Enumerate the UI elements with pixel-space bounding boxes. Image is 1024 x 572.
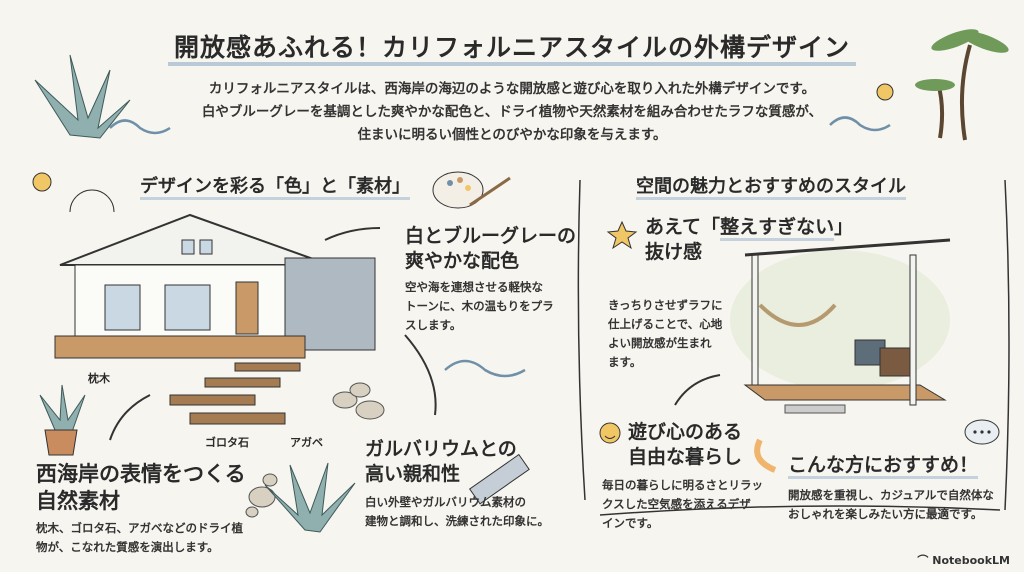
notebooklm-brand: ⌒ NotebookLM [917,554,1010,567]
color-block: 白とブルーグレーの 爽やかな配色 空や海を連想させる軽快な トーンに、木の温もり… [405,225,577,332]
playful-block: 遊び心のある 自由な暮らし [628,421,743,468]
palm-tree-icon [936,44,972,141]
section-title-colors-materials: デザインを彩る「色」と「素材」 [140,172,410,200]
smiley-icon [599,422,621,444]
agave-top-left-icon [34,54,131,139]
natural-block: 西海岸の表情をつくる 自然素材 枕木、ゴロタ石、アガベなどのドライ植 物が、こな… [36,462,246,554]
orange-arrow-icon [754,438,777,473]
wave-icon [444,359,526,378]
agave-pot-icon [39,384,86,456]
pergola-illustration [730,238,951,414]
casual-block-title: あえて「整えすぎない」 抜け感 [645,216,854,263]
recommend-block: こんな方におすすめ！ 開放感を重視し、カジュアルで自然体な おしゃれを楽しみたい… [788,454,994,521]
frame-border [577,179,1010,516]
section-title-appeal: 空間の魅力とおすすめのスタイル [636,172,906,200]
label-stone: ゴロタ石 [205,436,249,449]
wave-icon [829,116,891,132]
agave-icon [264,462,356,533]
casual-block-desc: きっちりさせずラフに 仕上げることで、心地 よい開放感が生まれ ます。 [608,298,723,369]
page-title: 開放感あふれる！カリフォルニアスタイルの外構デザイン [0,28,1024,66]
house-illustration [54,213,385,425]
speech-bubble-icon [964,419,1000,445]
playful-block-desc: 毎日の暮らしに明るさとリラッ クスした空気感を添えるデザ インです。 [602,478,763,530]
palm-leaves-icon [915,29,1009,91]
sun-icon [32,83,894,192]
wave-icon [109,119,171,135]
galvalume-panel-icon [468,453,530,505]
arrow-icon [109,227,721,441]
galvalume-block: ガルバリウムとの 高い親和性 白い外壁やガルバリウム素材の 建物と調和し、洗練さ… [365,438,549,528]
sun-sketch-icon [69,189,115,213]
star-icon [606,220,638,250]
label-sleeper: 枕木 [88,372,110,385]
intro-text: カリフォルニアスタイルは、西海岸の海辺のような開放感と遊び心を取り入れた外構デザ… [201,81,823,143]
stones-icon [245,473,278,518]
palette-icon [432,171,511,209]
label-agave: アガベ [290,436,323,449]
